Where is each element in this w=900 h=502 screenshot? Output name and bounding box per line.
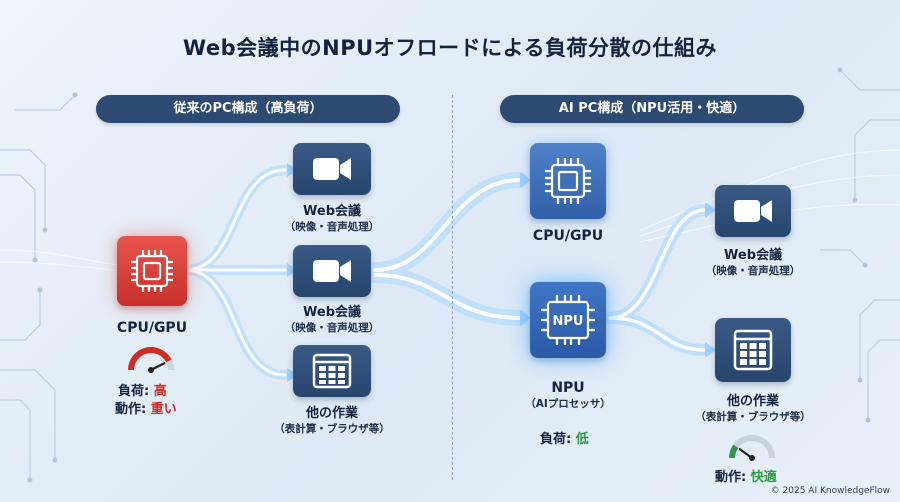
- spreadsheet-window-icon: [733, 329, 773, 371]
- task-label-3: 他の作業 （表計算・ブラウザ等）: [252, 402, 412, 436]
- task-name: Web会議: [724, 248, 782, 263]
- load-label: 負荷:: [118, 384, 154, 399]
- task-name: Web会議: [303, 204, 361, 219]
- task-label-1: Web会議 （映像・音声処理）: [262, 200, 402, 234]
- task-name: 他の作業: [726, 394, 779, 409]
- npu-name: NPU: [551, 380, 585, 396]
- npu-label: NPU （AIプロセッサ）: [498, 380, 638, 411]
- video-conference-tile-2: [293, 245, 371, 297]
- video-conference-tile-1: [293, 143, 371, 195]
- spreadsheet-window-icon: [312, 353, 352, 389]
- other-work-tile-ai: [715, 318, 791, 382]
- task-label-ai-1: Web会議 （映像・音声処理）: [683, 244, 823, 278]
- video-camera-icon: [734, 200, 772, 222]
- task-sub: （表計算・ブラウザ等）: [274, 423, 390, 435]
- copyright: © 2025 AI KnowledgeFlow: [770, 486, 890, 496]
- cpu-gpu-tile-traditional: [117, 236, 187, 306]
- load-label: 負荷:: [540, 432, 576, 447]
- video-conference-tile-ai: [715, 185, 791, 237]
- cpu-gpu-label-traditional: CPU/GPU: [116, 320, 188, 336]
- video-camera-icon: [313, 158, 351, 180]
- task-sub: （映像・音声処理）: [705, 265, 801, 277]
- action-label: 動作:: [115, 402, 151, 417]
- cpu-gpu-tile-ai: [530, 143, 606, 219]
- load-value-high: 高: [153, 384, 167, 399]
- chip-icon: [131, 250, 173, 292]
- video-camera-icon: [313, 260, 351, 282]
- npu-chip-icon: NPU: [541, 295, 595, 345]
- task-sub: （表計算・ブラウザ等）: [695, 411, 811, 423]
- action-status-traditional: 動作: 重い: [115, 398, 177, 417]
- npu-sub: （AIプロセッサ）: [525, 398, 611, 410]
- npu-tile: NPU: [530, 282, 606, 358]
- task-label-2: Web会議 （映像・音声処理）: [262, 301, 402, 335]
- section-divider: [452, 95, 453, 480]
- section-header-traditional: 従来のPC構成（高負荷）: [96, 95, 400, 123]
- load-gauge-high: [128, 347, 174, 373]
- other-work-tile-left: [293, 345, 371, 397]
- load-status-traditional: 負荷: 高: [118, 380, 167, 399]
- chip-icon: [545, 158, 591, 204]
- task-sub: （映像・音声処理）: [284, 322, 380, 334]
- action-label: 動作:: [715, 470, 751, 485]
- load-gauge-low: [729, 435, 775, 461]
- npu-chip-text: NPU: [553, 314, 584, 329]
- cpu-gpu-label-ai: CPU/GPU: [532, 228, 604, 244]
- load-value-low: 低: [575, 432, 589, 447]
- task-name: Web会議: [303, 305, 361, 320]
- action-status-ai: 動作: 快適: [715, 466, 777, 485]
- section-header-ai-pc: AI PC構成（NPU活用・快適）: [500, 95, 804, 123]
- page-title: Web会議中のNPUオフロードによる負荷分散の仕組み: [182, 36, 718, 60]
- task-sub: （映像・音声処理）: [284, 221, 380, 233]
- npu-load-status: 負荷: 低: [540, 428, 589, 447]
- action-value-comfortable: 快適: [750, 470, 777, 485]
- action-value-heavy: 重い: [150, 402, 177, 417]
- task-label-ai-2: 他の作業 （表計算・ブラウザ等）: [673, 390, 833, 424]
- task-name: 他の作業: [305, 406, 358, 421]
